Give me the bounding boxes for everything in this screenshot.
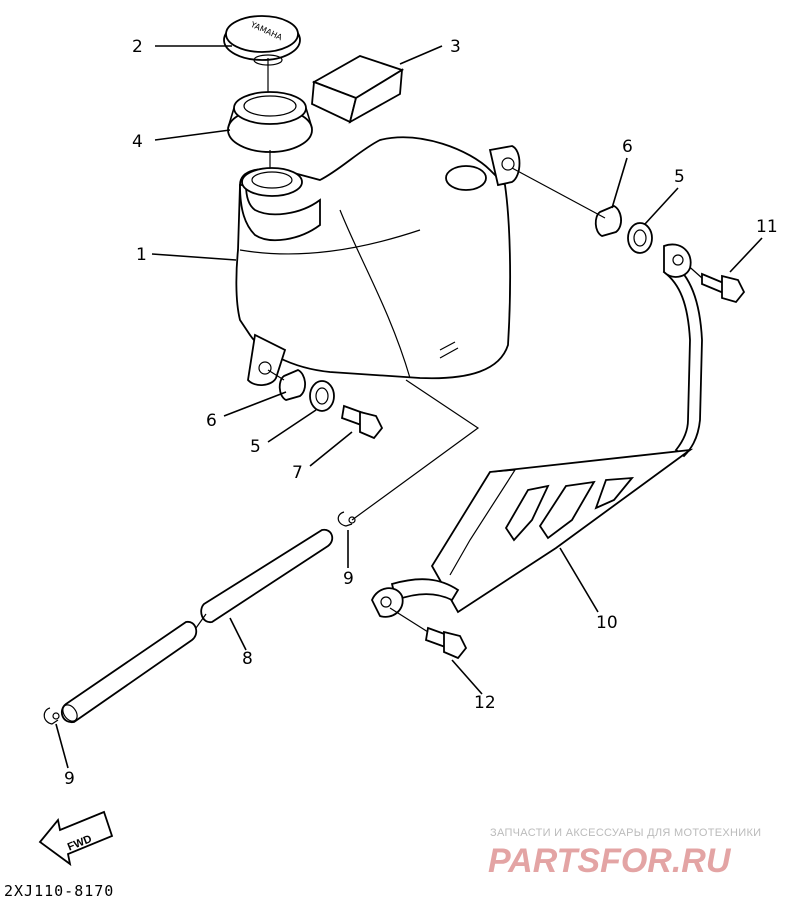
part-12-bolt [424, 626, 468, 660]
label-3: 3 [450, 37, 461, 57]
label-1: 1 [136, 245, 147, 265]
leader-lines [55, 45, 763, 769]
diagram-code: 2XJ110-8170 [4, 882, 114, 900]
label-2: 2 [132, 37, 143, 57]
part-3-block [311, 55, 405, 124]
part-5-grommet-lower [309, 380, 335, 412]
watermark-tagline: ЗАПЧАСТИ И АКСЕССУАРЫ ДЛЯ МОТОТЕХНИКИ [490, 827, 761, 839]
part-9-clip-upper [337, 511, 356, 527]
part-6-collar-lower [278, 369, 306, 401]
part-6-collar-upper [594, 205, 622, 237]
watermark: ЗАПЧАСТИ И АКСЕССУАРЫ ДЛЯ МОТОТЕХНИКИ PA… [488, 827, 761, 880]
label-11: 11 [756, 217, 778, 237]
part-10-bracket [371, 243, 703, 618]
fwd-arrow-icon: FWD [38, 810, 114, 867]
part-7-bolt [340, 404, 384, 440]
part-labels: 2 3 4 1 6 5 11 6 5 7 9 10 8 12 9 [64, 37, 778, 789]
label-12: 12 [474, 693, 496, 713]
part-9-clip-lower [43, 707, 60, 725]
label-5-upper: 5 [674, 167, 685, 187]
part-1-tank [235, 136, 521, 386]
label-6: 6 [206, 411, 217, 431]
part-5-grommet-upper [627, 222, 653, 254]
label-4: 4 [132, 132, 143, 152]
watermark-brand: PARTSFOR.RU [488, 842, 732, 880]
label-10: 10 [596, 613, 618, 633]
label-6-upper: 6 [622, 137, 633, 157]
label-9-lower: 9 [64, 769, 75, 789]
label-7: 7 [292, 463, 303, 483]
label-8: 8 [242, 649, 253, 669]
part-2-cap: YAMAHA [223, 15, 301, 66]
part-11-bolt [701, 272, 746, 304]
part-8-hose [60, 528, 334, 723]
label-9-upper: 9 [343, 569, 354, 589]
part-4-seal [227, 91, 313, 153]
label-5: 5 [250, 437, 261, 457]
